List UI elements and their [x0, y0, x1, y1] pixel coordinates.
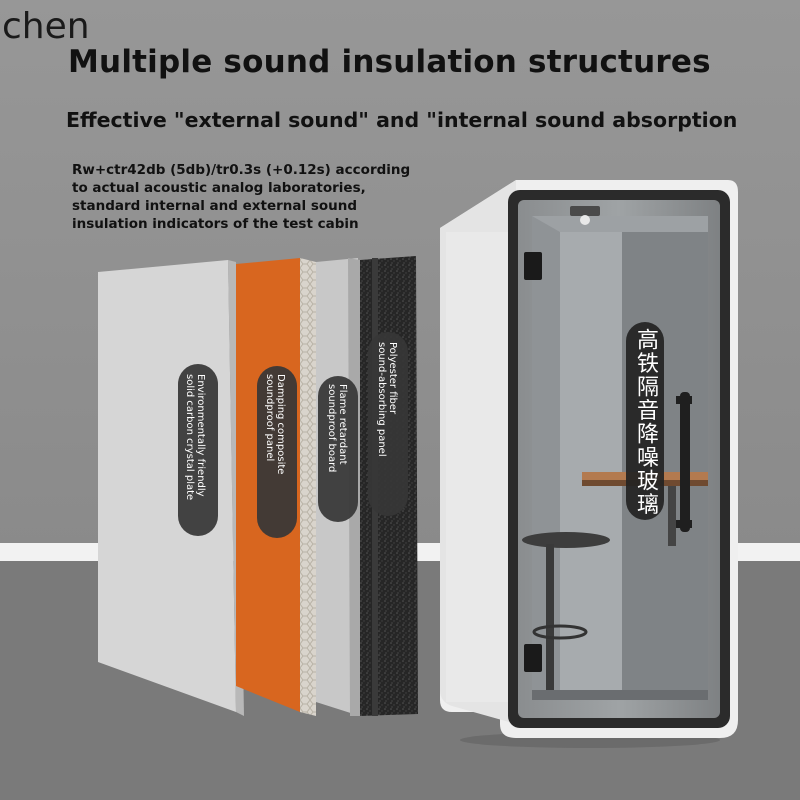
layer-label-carbon-crystal: Environmentally friendly solid carbon cr…	[184, 374, 206, 501]
headline: Multiple sound insulation structures	[68, 44, 711, 80]
layer-label-pill	[318, 376, 358, 522]
spec-line: to actual acoustic analog laboratories,	[72, 180, 366, 196]
booth-label-pill	[626, 322, 664, 520]
door-hinge-bottom	[524, 644, 542, 672]
layer-label-pill	[368, 332, 408, 516]
spec-line: insulation indicators of the test cabin	[72, 216, 359, 232]
layer-label-flame-retardant: Flame retardant soundproof board	[326, 384, 348, 473]
spec-line: Rw+ctr42db (5db)/tr0.3s (+0.12s) accordi…	[72, 162, 411, 178]
booth-label: 高铁隔音降噪玻璃	[633, 328, 658, 516]
damping-panel-edge	[300, 258, 316, 716]
spec-text: Rw+ctr42db (5db)/tr0.3s (+0.12s) accordi…	[72, 161, 472, 233]
layer-label-pill	[257, 366, 297, 538]
layer-label-polyester: Polyester fiber sound-absorbing panel	[376, 342, 398, 457]
spec-line: standard internal and external sound	[72, 198, 358, 214]
watermark: chen	[2, 6, 90, 47]
phone-booth	[440, 180, 738, 748]
subheadline: Effective "external sound" and "internal…	[66, 108, 738, 132]
door-hinge-top	[524, 252, 542, 280]
layer-label-damping: Damping composite soundproof panel	[264, 374, 286, 475]
layer-label-pill	[178, 364, 218, 536]
door-handle	[680, 392, 690, 532]
